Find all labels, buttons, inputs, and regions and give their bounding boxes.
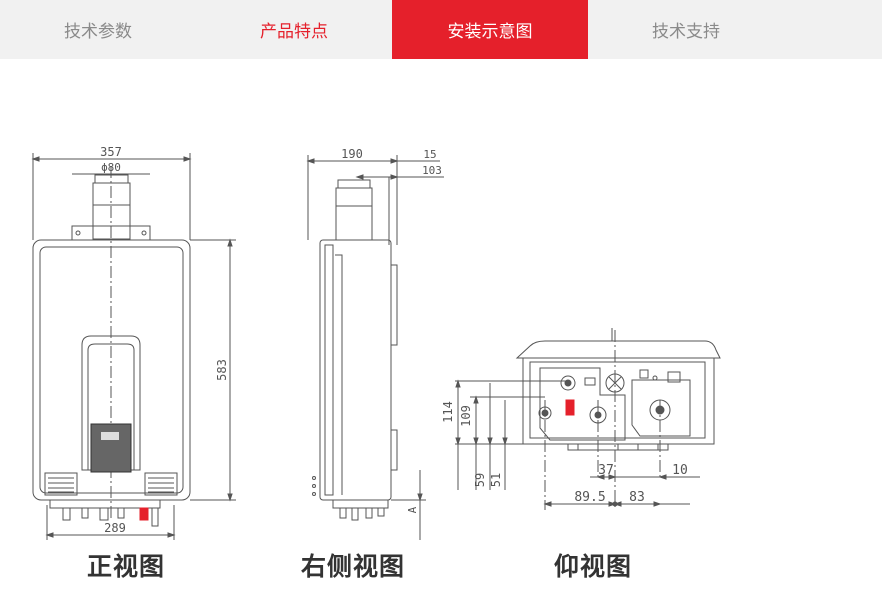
dim-height: 583: [215, 359, 229, 381]
tab-tech-support[interactable]: 技术支持: [652, 22, 720, 42]
bottom-view: 114 109 59 51 37 10 89.5 83: [441, 328, 721, 510]
dim-51: 51: [489, 473, 503, 487]
dim-109: 109: [459, 405, 473, 427]
dim-114: 114: [441, 401, 455, 423]
dim-depth: 190: [341, 147, 363, 161]
tab-tech-params[interactable]: 技术参数: [64, 22, 132, 42]
side-view: 190 15 103: [306, 147, 444, 540]
dim-10: 10: [672, 463, 688, 478]
tab-bar: 技术参数 产品特点 安装示意图 技术支持: [0, 0, 882, 59]
installation-drawing: 357 ϕ80: [0, 59, 882, 595]
caption-front-view: 正视图: [87, 552, 166, 581]
dim-width-top: 357: [100, 145, 122, 159]
dim-59: 59: [473, 473, 487, 487]
dim-flue-offset: 103: [422, 164, 442, 177]
dim-89-5: 89.5: [574, 490, 605, 505]
dim-width-bottom: 289: [104, 521, 126, 535]
drawing-canvas: 357 ϕ80: [31, 145, 721, 540]
dim-37: 37: [598, 463, 614, 478]
tab-installation-diagram[interactable]: 安装示意图: [392, 0, 588, 59]
tab-product-features[interactable]: 产品特点: [260, 22, 328, 42]
dim-83: 83: [629, 490, 645, 505]
caption-bottom-view: 仰视图: [554, 552, 633, 581]
caption-side-view: 右侧视图: [301, 552, 406, 581]
front-view: 357 ϕ80: [31, 145, 236, 540]
dim-offset: 15: [423, 148, 436, 161]
dim-a: A: [406, 506, 419, 513]
